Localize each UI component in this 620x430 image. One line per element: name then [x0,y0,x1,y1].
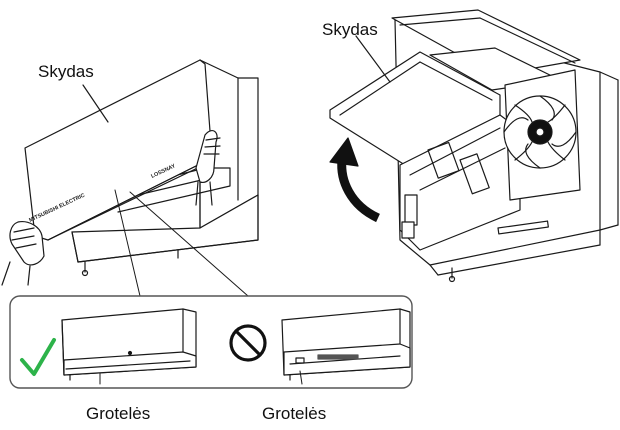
label-grille-bad: Grotelės [262,404,327,423]
prohibited-icon [229,324,267,362]
label-grille-ok: Grotelės [86,404,151,423]
check-icon [20,338,56,376]
left-unit: MITSUBISHI ELECTRIC LOSSNAY [1,59,259,286]
right-unit [329,9,619,283]
leader-right-cover [355,35,391,83]
label-cover-left: Skydas [38,62,94,81]
unit-incorrect [281,308,411,385]
callout-line-left [114,189,141,297]
unit-correct [61,308,197,385]
hand-icon [195,130,221,206]
callout-line-right [129,191,249,297]
rotate-arrow-icon [337,159,381,223]
rotate-arrowhead-icon [329,137,359,167]
hand-icon [1,221,45,286]
fan-icon [503,95,577,169]
leader-left-cover [82,84,109,123]
label-cover-right: Skydas [322,20,378,39]
